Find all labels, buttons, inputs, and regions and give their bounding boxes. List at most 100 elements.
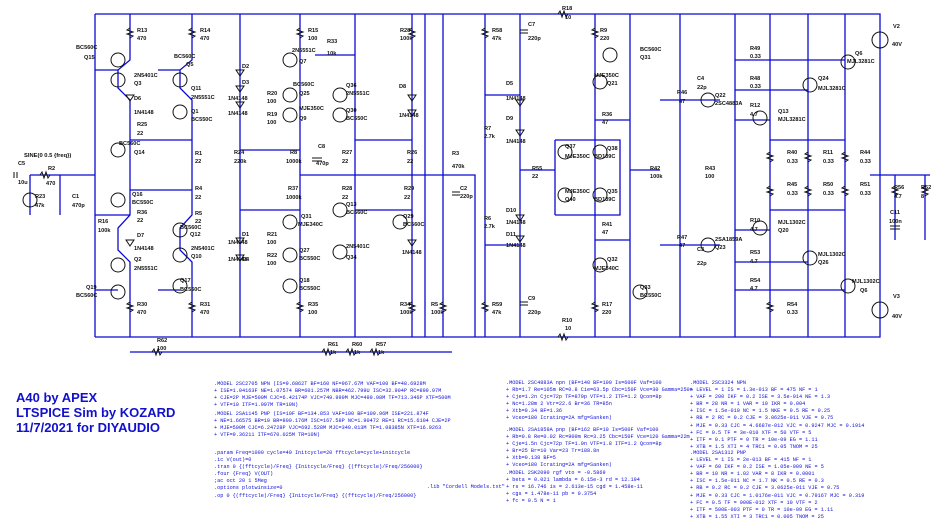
component-label: 1N4148 bbox=[399, 113, 419, 119]
component-label: 4.7 bbox=[750, 286, 758, 292]
component-label: C8 bbox=[318, 144, 325, 150]
component-label: 1N4148 bbox=[228, 240, 248, 246]
component-label: 220p bbox=[528, 310, 541, 316]
component-label: 0.33 bbox=[787, 310, 798, 316]
component-label: 1N4148 bbox=[506, 243, 526, 249]
component-label: MJE350C bbox=[594, 73, 619, 79]
spice-model-block: .MODEL 2SA1145 PNP (IS=10F BF=134.853 VA… bbox=[214, 411, 451, 439]
component-label: C9 bbox=[528, 296, 535, 302]
component-label: Q25 bbox=[299, 91, 310, 97]
component-label: MJL3281C bbox=[847, 59, 875, 65]
component-label: R29 bbox=[404, 186, 414, 192]
component-label: Q29 bbox=[403, 214, 414, 220]
component-label: 10u bbox=[18, 180, 28, 186]
component-label: 22p bbox=[697, 85, 707, 91]
component-label: D6 bbox=[134, 96, 141, 102]
component-label: Q34 bbox=[346, 255, 357, 261]
component-label: 22 bbox=[137, 218, 143, 224]
component-label: 220p bbox=[528, 36, 541, 42]
component-label: 22 bbox=[407, 159, 413, 165]
component-label: 100 bbox=[308, 36, 317, 42]
component-label: Q24 bbox=[818, 76, 829, 82]
component-label: Q30 bbox=[346, 108, 357, 114]
component-label: D1 bbox=[242, 232, 249, 238]
component-label: BC560C bbox=[180, 225, 201, 231]
component-label: 1N4148 bbox=[228, 257, 248, 263]
component-label: R7 bbox=[484, 126, 491, 132]
spice-model-block: .lib "Cordell Models.txt" bbox=[427, 484, 505, 490]
spice-model-block: .MODEL 2SC2705 NPN (IS=9.6862T BF=160 NF… bbox=[214, 381, 451, 409]
component-label: 8 bbox=[921, 194, 924, 200]
component-label: R47 bbox=[677, 235, 687, 241]
component-label: R34 bbox=[400, 302, 411, 308]
component-label: 100 bbox=[267, 261, 276, 267]
component-label: Q17 bbox=[180, 278, 191, 284]
component-label: 100 bbox=[267, 99, 276, 105]
component-label: 22 bbox=[404, 195, 410, 201]
voltage-sources bbox=[22, 31, 889, 319]
component-label: 47 bbox=[602, 120, 608, 126]
component-label: 22 bbox=[195, 195, 201, 201]
component-label: R36 bbox=[602, 112, 612, 118]
component-label: V3 bbox=[893, 294, 900, 300]
vas-wiring bbox=[239, 14, 476, 337]
spice-model-block: .param Freq=1000 cycle=40 Initcycle=20 f… bbox=[214, 450, 423, 499]
component-label: 2N5551C bbox=[191, 95, 215, 101]
component-label: BD139C bbox=[594, 154, 615, 160]
component-label: 1N4148 bbox=[228, 111, 248, 117]
component-label: 1N4148 bbox=[228, 96, 248, 102]
component-label: R27 bbox=[342, 150, 352, 156]
spice-model-block: .MODEL 2SC4883A npn (BF=140 BF=100 Is=60… bbox=[506, 380, 693, 422]
component-label: R49 bbox=[750, 46, 760, 52]
component-label: 10 bbox=[565, 15, 571, 21]
component-label: Q16 bbox=[132, 192, 143, 198]
component-label: R11 bbox=[823, 150, 833, 156]
transistor-symbols bbox=[110, 47, 856, 300]
component-label: R54 bbox=[787, 302, 798, 308]
component-label: R33 bbox=[327, 39, 337, 45]
component-label: 47k bbox=[35, 203, 45, 209]
spice-model-block: .MODEL 2SA1312 PNP + LEVEL = 1 IS = 2e-0… bbox=[690, 450, 865, 520]
component-label: R18 bbox=[562, 6, 572, 12]
component-label: 100 bbox=[157, 346, 166, 352]
component-label: Q3 bbox=[134, 81, 141, 87]
component-label: 100k bbox=[650, 174, 663, 180]
component-label: R8 bbox=[290, 150, 297, 156]
component-label: 4.7 bbox=[750, 259, 758, 265]
component-label: R56 bbox=[894, 185, 904, 191]
component-label: 100 bbox=[308, 310, 317, 316]
component-label: 2N5551C bbox=[134, 266, 158, 272]
component-label: 22 bbox=[342, 195, 348, 201]
component-label: 220p bbox=[460, 194, 473, 200]
component-label: BC560C bbox=[293, 82, 314, 88]
component-label: Q9 bbox=[299, 116, 306, 122]
component-label: D8 bbox=[399, 84, 406, 90]
component-label: Q10 bbox=[191, 254, 202, 260]
component-label: R14 bbox=[200, 28, 211, 34]
component-label: R6 bbox=[484, 216, 491, 222]
component-label: MJE350C bbox=[299, 106, 324, 112]
component-label: 0.33 bbox=[750, 54, 761, 60]
component-label: R42 bbox=[650, 166, 660, 172]
component-label: 1k bbox=[378, 350, 385, 356]
component-label: MJL3281C bbox=[818, 86, 846, 92]
component-label: 470p bbox=[72, 203, 85, 209]
component-label: R51 bbox=[860, 182, 870, 188]
component-label: Q5 bbox=[186, 62, 193, 68]
credits-caption: A40 by APEX LTSPICE Sim by KOZARD 11/7/2… bbox=[16, 390, 175, 435]
component-label: BC550C bbox=[346, 116, 367, 122]
component-label: R19 bbox=[267, 112, 277, 118]
component-label: R17 bbox=[602, 302, 612, 308]
component-label: 4.7 bbox=[750, 112, 758, 118]
component-label: R43 bbox=[705, 166, 715, 172]
component-label: 2N5551C bbox=[346, 91, 370, 97]
component-label: BD139C bbox=[594, 197, 615, 203]
capacitor-symbols bbox=[13, 29, 900, 306]
component-label: D9 bbox=[506, 116, 513, 122]
component-label: 1000k bbox=[286, 195, 302, 201]
component-label: Q31 bbox=[640, 55, 651, 61]
diode-symbols bbox=[125, 69, 525, 262]
component-label: R61 bbox=[328, 342, 338, 348]
